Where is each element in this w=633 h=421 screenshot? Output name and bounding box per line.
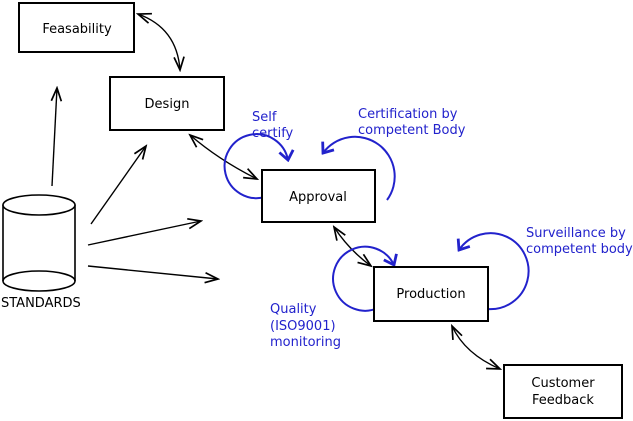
arrow-standards-approval — [87, 221, 201, 246]
production-box — [373, 266, 489, 322]
feasability-label: Feasability — [42, 22, 112, 37]
node-feasability: Feasability — [18, 2, 135, 53]
approval-label: Approval — [289, 190, 347, 205]
quality-monitoring-label-line2: (ISO9001) — [270, 319, 336, 334]
certification-loop-arrow — [323, 135, 396, 201]
node-design: Design — [109, 76, 225, 131]
customer-feedback-box — [503, 364, 623, 419]
arrow-standards-production — [87, 265, 218, 279]
design-box — [109, 76, 225, 131]
standards-cylinder-bottom — [2, 270, 76, 292]
quality-monitoring-loop-arrow — [332, 245, 394, 312]
node-customer-feedback: Customer Feedback — [503, 364, 623, 419]
feasability-box — [18, 2, 135, 53]
self-certify-loop-arrow — [223, 133, 288, 200]
arrow-feasability-design — [138, 14, 180, 70]
self-certify-label-line2: certify — [252, 126, 294, 141]
approval-box — [261, 169, 376, 223]
arrow-design-approval — [190, 135, 257, 179]
certification-label-line2: competent Body — [358, 123, 466, 138]
customer-feedback-label-line1: Customer — [531, 376, 595, 391]
node-approval: Approval — [261, 169, 376, 223]
certification-label: Certification by competent Body — [358, 107, 466, 138]
arrow-standards-feasability — [52, 88, 57, 187]
certification-label-line1: Certification by — [358, 107, 458, 122]
standards-cylinder-top — [2, 194, 76, 216]
standards-label: STANDARDS — [1, 296, 81, 311]
arrow-production-customer-feedback — [452, 326, 500, 369]
customer-feedback-label-line2: Feedback — [532, 393, 594, 408]
surveillance-label: Surveillance by competent body — [526, 226, 633, 257]
arrow-approval-production — [334, 227, 371, 266]
arrow-standards-design — [90, 146, 146, 225]
quality-monitoring-label-line3: monitoring — [270, 335, 341, 350]
surveillance-loop-arrow — [459, 232, 530, 311]
quality-monitoring-label-line1: Quality — [270, 302, 317, 317]
self-certify-label: Self certify — [252, 110, 294, 141]
surveillance-label-line2: competent body — [526, 242, 633, 257]
production-label: Production — [396, 287, 465, 302]
standards-datastore: STANDARDS — [1, 194, 81, 311]
node-production: Production — [373, 266, 489, 322]
design-label: Design — [145, 97, 190, 112]
standards-cylinder-body — [2, 205, 76, 281]
quality-monitoring-label: Quality (ISO9001) monitoring — [270, 302, 341, 350]
surveillance-label-line1: Surveillance by — [526, 226, 626, 241]
self-certify-label-line1: Self — [252, 110, 277, 125]
